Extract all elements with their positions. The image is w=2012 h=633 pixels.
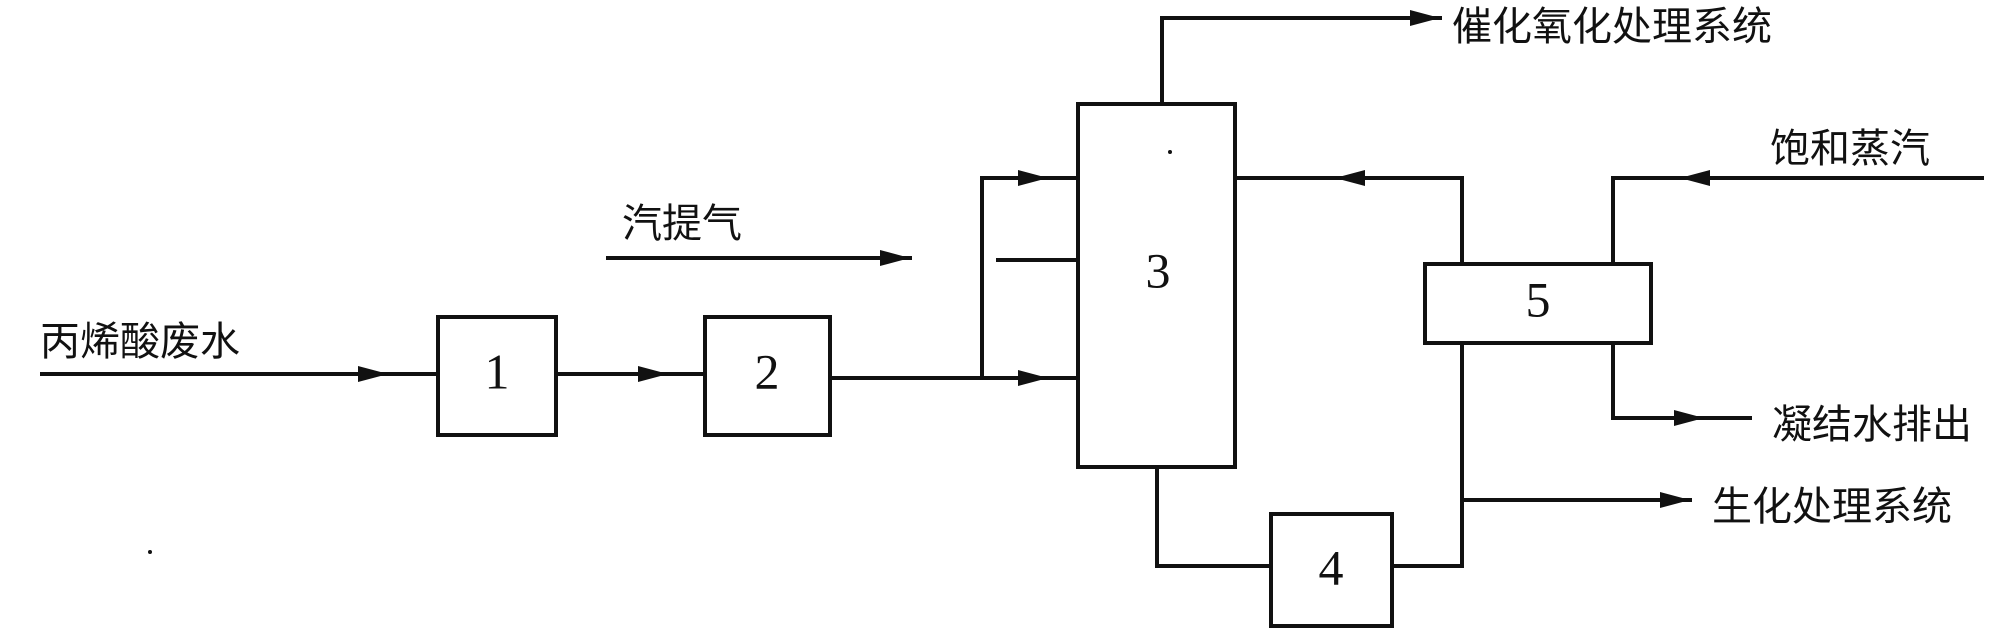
unit-1-box xyxy=(436,315,558,437)
unit-5-number: 5 xyxy=(1526,271,1551,327)
arrow-into-3-lower xyxy=(1018,370,1048,386)
arrow-overhead-out xyxy=(1410,10,1440,26)
condensate-label: 凝结水排出 xyxy=(1772,402,1972,448)
unit-2-number: 2 xyxy=(755,343,780,399)
line-4-to-biochem xyxy=(1390,341,1464,568)
saturated-steam-label: 饱和蒸汽 xyxy=(1770,126,1930,172)
unit-5-box xyxy=(1423,262,1653,345)
wastewater-label: 丙烯酸废水 xyxy=(40,319,240,365)
bypass-to-3-upper xyxy=(980,176,1080,380)
unit-4-box xyxy=(1269,512,1394,628)
overhead-line xyxy=(1160,16,1442,106)
unit-3-number: 3 xyxy=(1146,242,1171,298)
unit-3-column xyxy=(1076,102,1237,469)
arrow-into-1 xyxy=(358,366,388,382)
arrow-biochem-out xyxy=(1660,492,1690,508)
catalytic-oxidation-label: 催化氧化处理系统 xyxy=(1452,4,1772,50)
speck xyxy=(148,550,152,554)
arrow-into-2 xyxy=(638,366,668,382)
arrow-condensate-out xyxy=(1674,410,1704,426)
steam-inlet-line xyxy=(1611,176,1984,266)
arrow-into-3-upper xyxy=(1018,170,1048,186)
vapor-return-line xyxy=(1233,176,1464,266)
arrow-steam-in xyxy=(1680,170,1710,186)
unit-4-number: 4 xyxy=(1319,539,1344,595)
unit-2-box xyxy=(703,315,832,437)
unit-1-number: 1 xyxy=(485,343,510,399)
bottoms-line xyxy=(1155,465,1273,568)
stripping-gas-label: 汽提气 xyxy=(622,201,742,247)
arrow-vapor-return xyxy=(1335,170,1365,186)
condensate-line xyxy=(1611,341,1752,420)
speck xyxy=(1168,150,1172,154)
biochemical-label: 生化处理系统 xyxy=(1712,484,1952,530)
arrow-stripping-gas xyxy=(880,250,910,266)
